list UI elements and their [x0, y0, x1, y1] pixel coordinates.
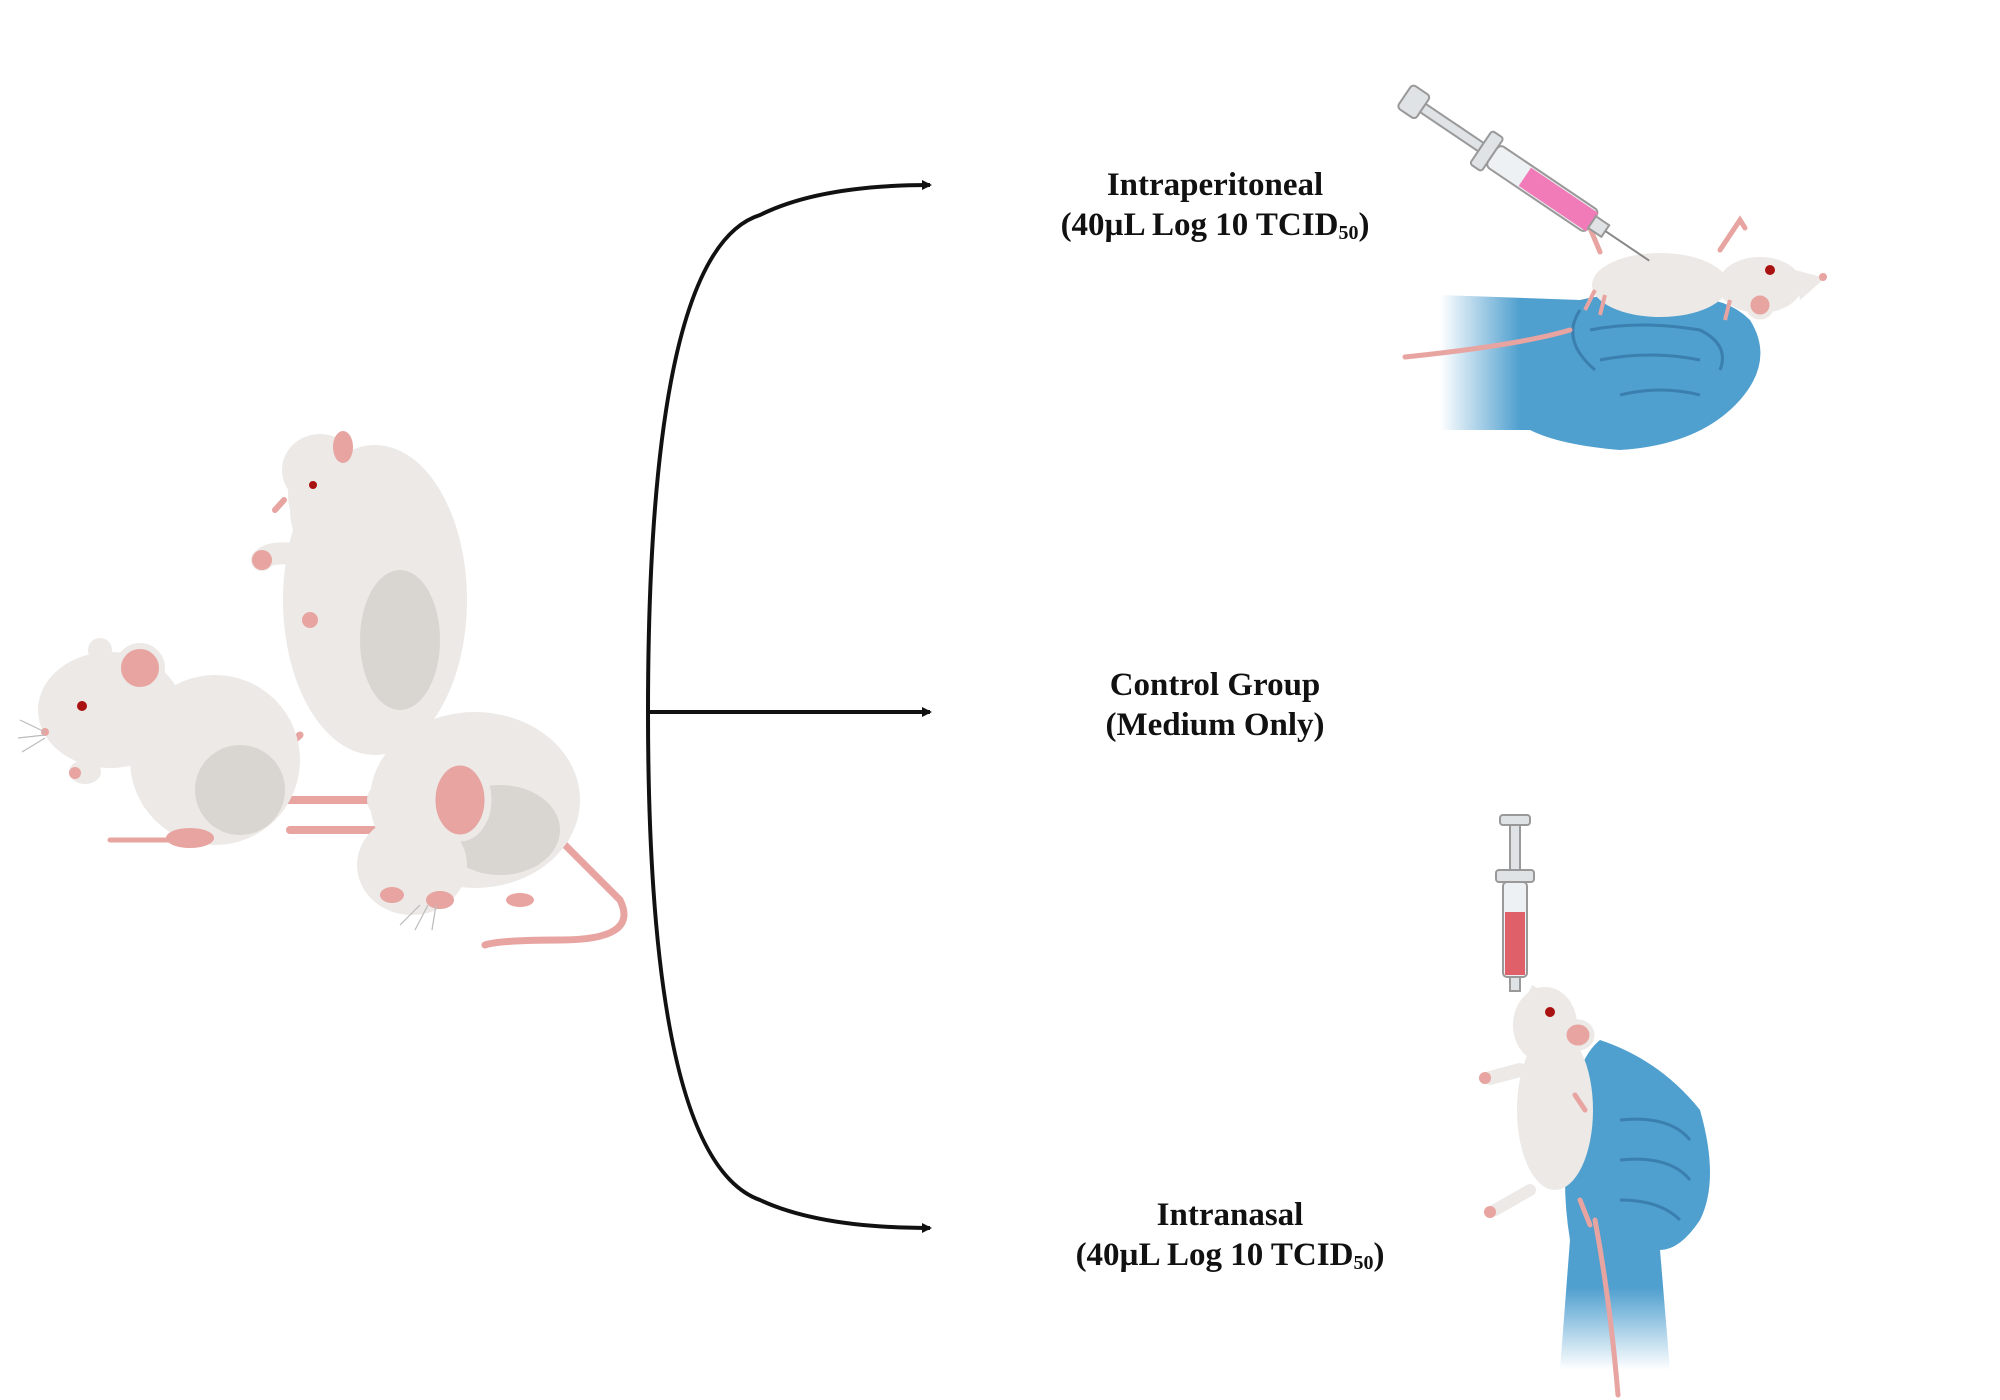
- control-group-dose: (Medium Only): [1105, 707, 1325, 743]
- intranasal-illustration: [1479, 814, 1710, 1398]
- syringe-icon: [1397, 84, 1650, 262]
- mouse-sitting: [17, 638, 384, 848]
- branching-arrows: [646, 180, 932, 1233]
- syringe-icon: [1495, 814, 1535, 992]
- mice-group-illustration: [17, 431, 628, 949]
- intraperitoneal-dose: (40µL Log 10 TCID50): [1060, 207, 1370, 244]
- arrow-to-intraperitoneal: [646, 180, 932, 713]
- control-group-title: Control Group: [1109, 667, 1321, 703]
- mouse-crouching: [286, 712, 628, 949]
- control-group-label: Control Group (Medium Only): [1000, 665, 1430, 745]
- mouse-icon: [1402, 215, 1827, 360]
- intraperitoneal-title: Intraperitoneal: [1106, 167, 1324, 203]
- intranasal-title: Intranasal: [1156, 1197, 1304, 1233]
- intranasal-label: Intranasal (40µL Log 10 TCID50): [990, 1195, 1470, 1283]
- arrow-to-intranasal: [646, 711, 932, 1233]
- gloved-hand-icon: [1440, 295, 1761, 450]
- intraperitoneal-illustration: [1397, 84, 1827, 450]
- gloved-hand-icon: [1560, 1040, 1710, 1370]
- mouse-icon: [1479, 985, 1621, 1398]
- intraperitoneal-label: Intraperitoneal (40µL Log 10 TCID50): [975, 165, 1455, 253]
- intranasal-dose: (40µL Log 10 TCID50): [1075, 1237, 1385, 1274]
- mouse-standing: [251, 431, 467, 774]
